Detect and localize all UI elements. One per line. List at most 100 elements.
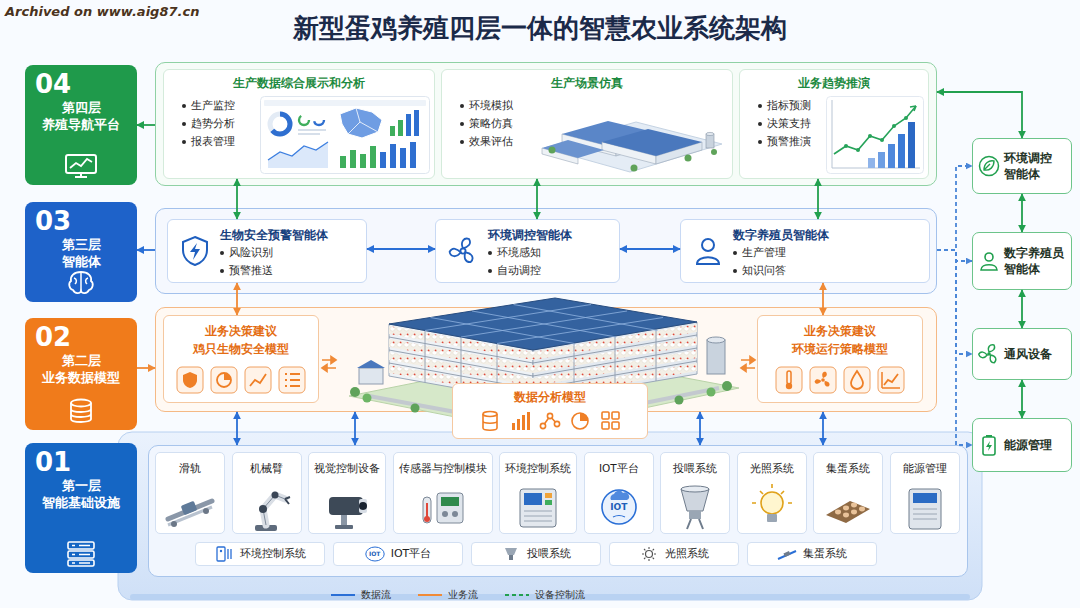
server-icon <box>63 541 99 567</box>
bullet-item: 报表管理 <box>182 133 434 151</box>
graphic-part <box>814 378 822 385</box>
graphic-part <box>348 108 378 134</box>
device-box: 集蛋系统 <box>813 452 883 534</box>
layer-tag: 03第三层 智能体 <box>25 202 137 302</box>
graphic-part <box>986 441 992 451</box>
device-label: 机械臂 <box>250 461 283 476</box>
graphic-part <box>981 265 997 270</box>
cabinet-icon <box>510 479 566 535</box>
device-box: 传感器与控制模块 <box>393 452 493 534</box>
graphic-part <box>483 414 497 430</box>
layer-name: 第一层 智能基础设施 <box>40 477 122 511</box>
graphic-part <box>786 383 792 389</box>
icon-slot <box>639 546 659 562</box>
graphic-part <box>823 380 831 387</box>
flow-arrow <box>937 92 1022 138</box>
side-box: 通风设备 <box>972 328 1072 380</box>
graphic-part <box>425 305 663 344</box>
graphic-part <box>80 173 82 177</box>
graphic-part <box>859 507 865 512</box>
bullet-item: 预警推演 <box>758 133 928 151</box>
legend-item: 数据流 <box>330 588 391 601</box>
graphic-part <box>69 272 92 293</box>
graphic-part <box>787 371 791 384</box>
device-box: 投喂系统 <box>660 452 730 534</box>
agent-box: 数字养殖员智能体生产管理知识问答 <box>680 219 930 283</box>
icon-slot <box>501 546 521 562</box>
graphic-part <box>424 516 430 522</box>
graphic-part <box>711 149 717 155</box>
graphic-part <box>410 142 416 168</box>
flow-arrow <box>1021 194 1023 232</box>
graphic-part <box>612 422 619 429</box>
system-chip: 投喂系统 <box>471 542 601 566</box>
graphic-part <box>350 150 356 168</box>
icon-text: IOT <box>365 546 385 562</box>
graphic-part <box>118 432 982 600</box>
bullet-item: 趋势分析 <box>182 115 434 133</box>
device-label: 投喂系统 <box>673 461 717 476</box>
graphic-part <box>268 142 328 168</box>
model-box: 业务决策建议鸡只生物安全模型 <box>163 315 319 403</box>
graphic-part <box>449 246 462 258</box>
graphic-part <box>913 509 937 519</box>
graphic-part <box>285 497 290 504</box>
graphic-part <box>844 144 848 148</box>
graphic-part <box>631 165 638 172</box>
device-box: 环境控制系统 <box>499 452 577 534</box>
device-label: 传感器与控制模块 <box>399 461 487 476</box>
shield-icon <box>180 235 210 267</box>
flow-arrow <box>137 249 155 251</box>
bullet-item: 生产监控 <box>182 97 434 115</box>
graphic-part <box>878 152 885 168</box>
graphic-part <box>851 503 857 508</box>
graphic-part <box>988 354 997 363</box>
person-icon <box>978 250 1000 272</box>
graphic-part <box>610 491 629 500</box>
graphic-part <box>884 374 898 385</box>
graphic-part <box>423 497 431 523</box>
layer-tag: 04第四层 养殖导航平台 <box>25 65 137 185</box>
graphic-part <box>707 340 725 374</box>
analysis-icons <box>475 409 625 433</box>
icon-slot <box>309 479 385 535</box>
sun-icon <box>639 546 659 562</box>
layer-name: 第四层 养殖导航平台 <box>40 99 122 133</box>
flow-arrow <box>236 412 238 445</box>
graphic-part <box>462 239 470 249</box>
graphic-part <box>390 144 396 168</box>
graphic-part <box>572 413 588 429</box>
layer-name: 第二层 业务数据模型 <box>40 352 122 386</box>
graphic-part <box>856 148 860 152</box>
flow-arrow <box>822 412 824 445</box>
model-label: 业务决策建议 <box>164 322 318 340</box>
graphic-part <box>270 114 290 134</box>
graphic-part <box>778 551 796 559</box>
layer-panel: 滑轨 机械臂 视觉控制设备 传感器与控制模块 环境控制系统 IOT平台 <box>148 445 968 577</box>
graphic-part <box>547 413 552 418</box>
side-box: 数字养殖员 智能体 <box>972 232 1072 290</box>
graphic-part <box>389 298 697 350</box>
graphic-part <box>602 129 702 156</box>
legend-text: 设备控制流 <box>535 588 585 601</box>
energy-cabinet-icon <box>897 479 953 535</box>
bullet-item: 策略仿真 <box>460 115 732 133</box>
icon-text: IOT <box>585 479 653 535</box>
graphic-part <box>908 122 915 168</box>
graphic-part <box>299 115 309 125</box>
graphic-part <box>370 146 376 168</box>
graphic-part <box>880 138 884 142</box>
graphic-part <box>741 357 755 372</box>
graphic-part <box>602 412 609 419</box>
legend: 数据流业务流设备控制流 <box>330 588 611 601</box>
graphic-part <box>832 100 920 168</box>
graphic-part <box>340 108 382 138</box>
graphic-part <box>898 134 905 168</box>
graphic-part <box>411 404 420 413</box>
graphic-part <box>520 489 556 527</box>
layer-name: 第三层 智能体 <box>40 236 122 270</box>
graphic-part <box>245 367 271 393</box>
graphic-part <box>329 497 363 515</box>
flow-arrow <box>354 412 356 445</box>
